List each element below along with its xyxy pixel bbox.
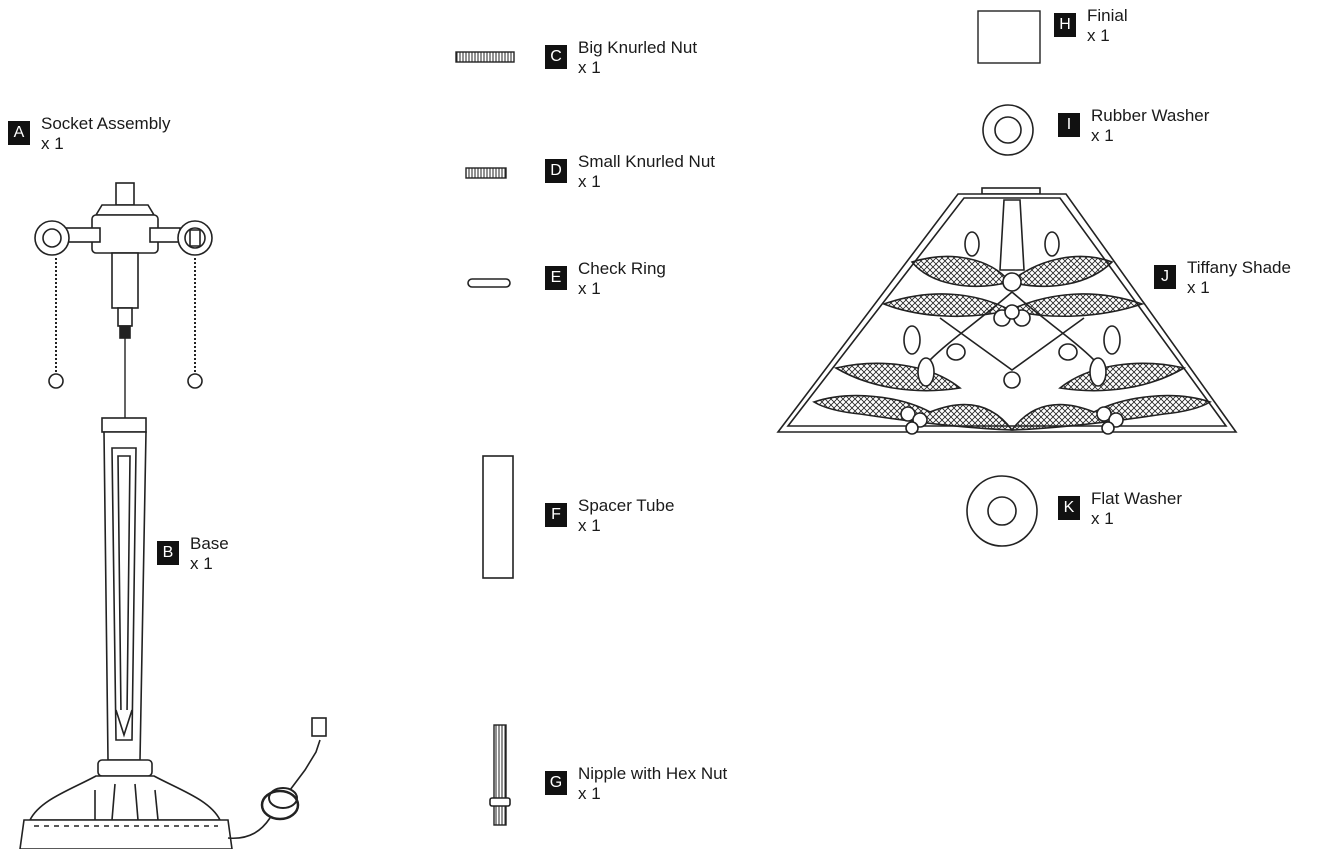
check-ring-icon [467, 278, 511, 288]
big-knurled-nut-icon [455, 51, 515, 63]
spacer-tube-icon [482, 455, 514, 579]
part-letter-badge: D [545, 159, 567, 183]
part-name: Check Ring [578, 259, 666, 278]
part-quantity: x 1 [190, 554, 213, 573]
part-quantity: x 1 [41, 134, 64, 153]
part-name: Spacer Tube [578, 496, 675, 515]
part-name: Rubber Washer [1091, 106, 1210, 125]
part-letter-badge: G [545, 771, 567, 795]
part-letter-badge: A [8, 121, 30, 145]
part-name: Finial [1087, 6, 1128, 25]
socket-assembly-icon [34, 182, 213, 418]
small-knurled-nut-icon [465, 167, 507, 179]
part-letter-badge: J [1154, 265, 1176, 289]
part-letter-badge: E [545, 266, 567, 290]
part-quantity: x 1 [578, 784, 601, 803]
part-quantity: x 1 [578, 516, 601, 535]
flat-washer-icon [966, 475, 1038, 547]
part-letter-badge: F [545, 503, 567, 527]
part-letter-badge: K [1058, 496, 1080, 520]
lamp-base-icon [19, 417, 233, 849]
part-quantity: x 1 [1187, 278, 1210, 297]
part-name: Small Knurled Nut [578, 152, 716, 171]
part-letter-badge: H [1054, 13, 1076, 37]
part-quantity: x 1 [578, 279, 601, 298]
part-letter-badge: B [157, 541, 179, 565]
part-name: Flat Washer [1091, 489, 1183, 508]
finial-icon [977, 10, 1041, 64]
part-quantity: x 1 [1091, 509, 1114, 528]
part-quantity: x 1 [578, 172, 601, 191]
part-quantity: x 1 [1087, 26, 1110, 45]
rubber-washer-icon [982, 104, 1034, 156]
part-letter-badge: I [1058, 113, 1080, 137]
part-name: Big Knurled Nut [578, 38, 698, 57]
part-name: Nipple with Hex Nut [578, 764, 728, 783]
cord-and-plug-icon [227, 717, 327, 840]
nipple-hex-nut-icon [489, 724, 511, 826]
part-quantity: x 1 [1091, 126, 1114, 145]
part-name: Base [190, 534, 229, 553]
part-name: Socket Assembly [41, 114, 171, 133]
part-quantity: x 1 [578, 58, 601, 77]
part-letter-badge: C [545, 45, 567, 69]
tiffany-shade-icon [776, 187, 1238, 435]
part-name: Tiffany Shade [1187, 258, 1291, 277]
